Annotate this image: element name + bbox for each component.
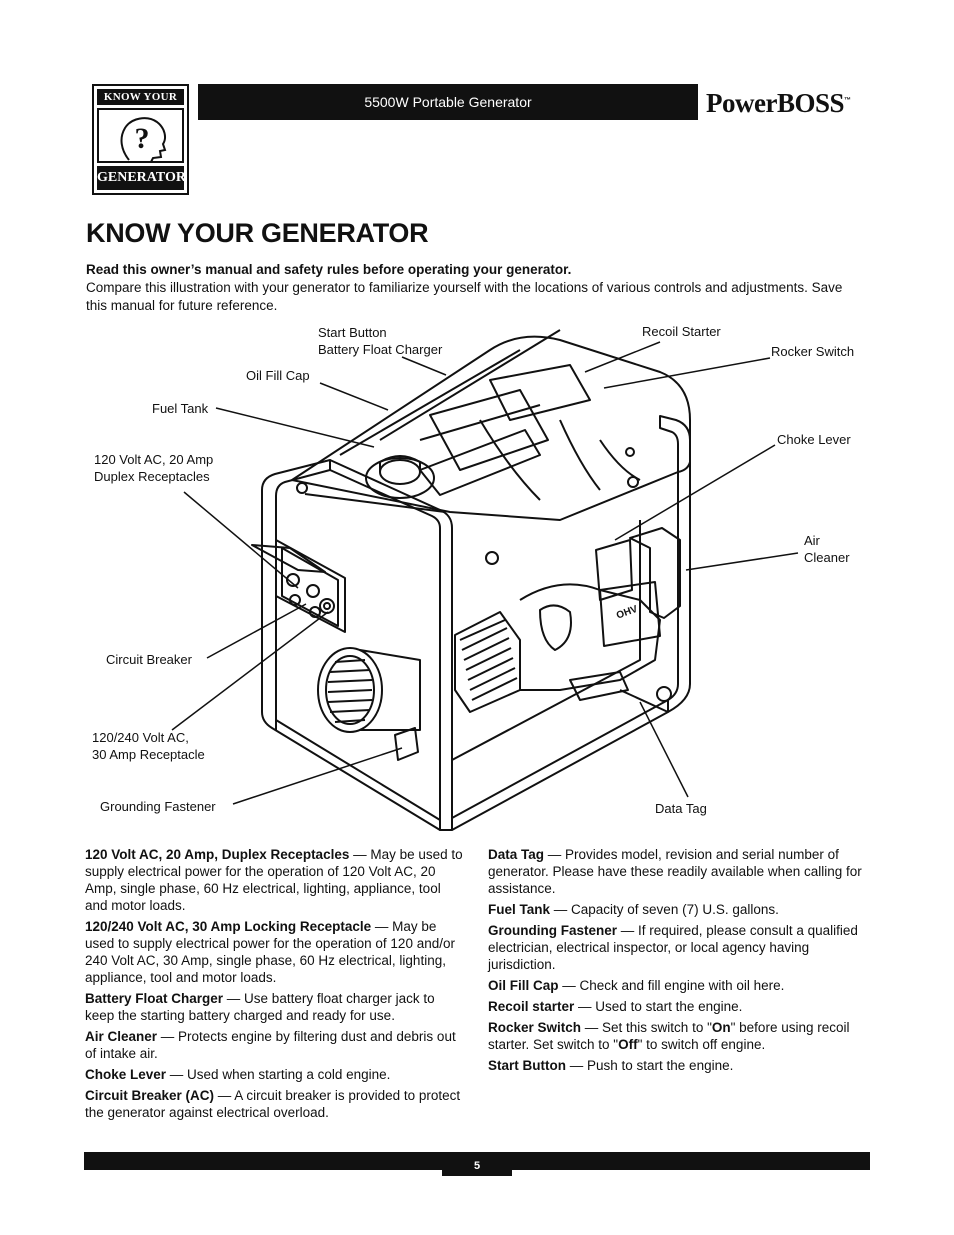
desc-oil-fill: Oil Fill Cap — Check and fill engine wit… <box>488 978 785 993</box>
logo-question-mark: ? <box>135 122 150 155</box>
product-title-bar: 5500W Portable Generator <box>198 84 698 120</box>
brand-name: PowerBOSS <box>706 88 845 118</box>
descriptions-left: 120 Volt AC, 20 Amp, Duplex Receptacles … <box>85 846 465 1125</box>
brand-logo: PowerBOSS™ <box>706 88 851 119</box>
desc-fuel-tank: Fuel Tank — Capacity of seven (7) U.S. g… <box>488 902 779 917</box>
desc-recoil: Recoil starter — Used to start the engin… <box>488 999 743 1014</box>
desc-duplex: 120 Volt AC, 20 Amp, Duplex Receptacles … <box>85 847 463 913</box>
descriptions-right: Data Tag — Provides model, revision and … <box>488 846 870 1078</box>
ohv-label: OHV <box>615 604 639 622</box>
label-choke-lever: Choke Lever <box>777 432 851 447</box>
desc-air-cleaner: Air Cleaner — Protects engine by filteri… <box>85 1029 456 1061</box>
desc-start-button: Start Button — Push to start the engine. <box>488 1058 734 1073</box>
label-duplex-receptacles: 120 Volt AC, 20 Amp Duplex Receptacles <box>94 452 214 484</box>
desc-choke-lever: Choke Lever — Used when starting a cold … <box>85 1067 391 1082</box>
label-rocker-switch: Rocker Switch <box>771 344 855 359</box>
label-oil-fill-cap: Oil Fill Cap <box>246 368 310 383</box>
label-air-cleaner: Air Cleaner <box>804 533 850 565</box>
label-circuit-breaker: Circuit Breaker <box>106 652 192 667</box>
trademark-mark: ™ <box>844 97 851 104</box>
intro-bold: Read this owner’s manual and safety rule… <box>86 262 572 277</box>
label-fuel-tank: Fuel Tank <box>152 401 209 416</box>
page-number: 5 <box>442 1152 512 1176</box>
label-30amp-receptacle: 120/240 Volt AC, 30 Amp Receptacle <box>92 730 205 762</box>
page-title: KNOW YOUR GENERATOR <box>86 218 429 248</box>
intro-text: Read this owner’s manual and safety rule… <box>86 261 866 315</box>
intro-body: Compare this illustration with your gene… <box>86 280 843 313</box>
label-start-button: Start Button Battery Float Charger <box>318 325 443 357</box>
label-grounding-fastener: Grounding Fastener <box>100 799 216 814</box>
logo-top-text: KNOW YOUR <box>97 89 184 105</box>
desc-data-tag: Data Tag — Provides model, revision and … <box>488 847 862 896</box>
desc-rocker: Rocker Switch — Set this switch to "On" … <box>488 1020 850 1052</box>
label-data-tag: Data Tag <box>655 801 707 816</box>
desc-locking-receptacle: 120/240 Volt AC, 30 Amp Locking Receptac… <box>85 919 455 985</box>
desc-battery-charger: Battery Float Charger — Use battery floa… <box>85 991 435 1023</box>
desc-circuit-breaker: Circuit Breaker (AC) — A circuit breaker… <box>85 1088 461 1120</box>
logo-bottom-text: GENERATOR <box>97 166 186 190</box>
label-recoil-starter: Recoil Starter <box>642 324 721 339</box>
desc-grounding: Grounding Fastener — If required, please… <box>488 923 858 972</box>
know-your-generator-logo: KNOW YOUR ? GENERATOR <box>92 84 189 195</box>
head-question-icon: ? <box>97 108 184 163</box>
